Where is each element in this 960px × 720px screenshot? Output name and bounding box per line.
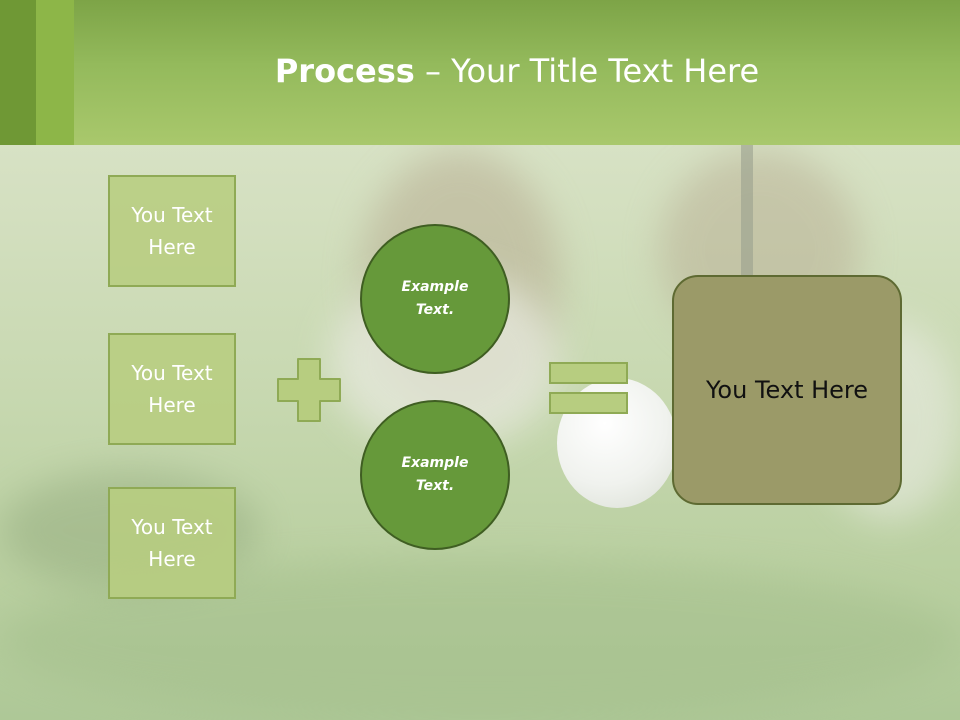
title-rest: Your Title Text Here — [451, 52, 760, 90]
result-box: You Text Here — [672, 275, 902, 505]
example-circle-2: Example Text. — [360, 400, 510, 550]
accent-stripe-light — [36, 0, 74, 145]
accent-stripe-dark — [0, 0, 36, 145]
text-box-3: You Text Here — [108, 487, 236, 599]
title-bold: Process — [274, 52, 415, 90]
example-circle-1: Example Text. — [360, 224, 510, 374]
slide-title: Process – Your Title Text Here — [74, 52, 960, 90]
plus-icon — [277, 358, 341, 422]
text-box-1: You Text Here — [108, 175, 236, 287]
putter-shaft — [741, 145, 753, 275]
title-dash: – — [414, 52, 452, 90]
text-box-2: You Text Here — [108, 333, 236, 445]
title-bar — [0, 0, 960, 145]
equals-icon — [549, 362, 628, 414]
